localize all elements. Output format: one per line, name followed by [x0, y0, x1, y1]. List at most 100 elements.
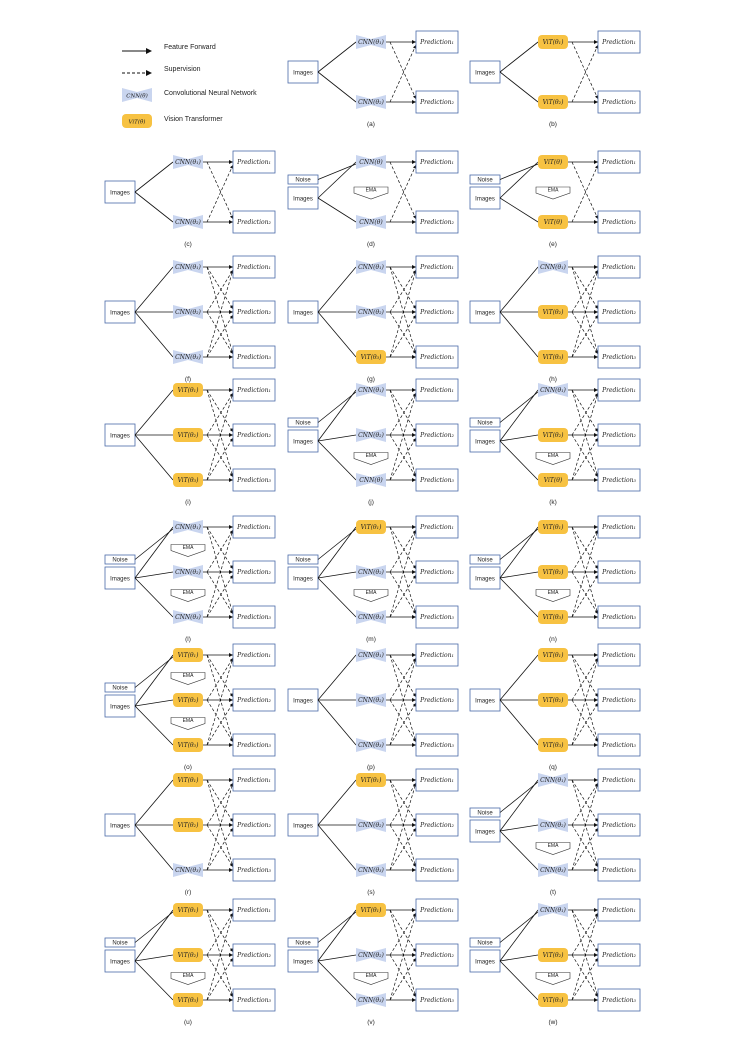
supervision-arrow	[389, 699, 417, 743]
vit-model-icon	[173, 473, 203, 487]
model-label: CNN(θ₃)	[175, 614, 201, 621]
cnn-model-icon	[173, 350, 203, 364]
vit-model-icon	[538, 520, 568, 534]
supervision-arrow	[571, 269, 599, 313]
prediction-box	[597, 768, 641, 792]
prediction-box	[232, 733, 276, 757]
prediction-box	[415, 858, 459, 882]
supervision-arrow	[206, 571, 234, 615]
diagram-q: ImagesViT(θ₁)ViT(θ₂)ViT(θ₃)Prediction₁Pr…	[469, 643, 641, 771]
supervision-arrow	[206, 266, 234, 355]
noise-line	[499, 528, 539, 560]
prediction-box	[415, 423, 459, 447]
prediction-box	[597, 90, 641, 114]
prediction-label: Prediction₁	[236, 652, 271, 659]
forward-line	[499, 577, 539, 618]
cnn-icon-label: CNN(θ)	[126, 93, 147, 100]
supervision-arrow	[206, 164, 234, 223]
prediction-label: Prediction₁	[236, 777, 271, 784]
model-label: CNN(θ₃)	[358, 742, 384, 749]
prediction-label: Prediction₃	[419, 477, 454, 484]
supervision-arrow	[571, 654, 599, 698]
forward-line	[317, 41, 357, 73]
images-label: Images	[110, 823, 130, 829]
supervision-arrow	[571, 912, 599, 1001]
supervision-arrow	[571, 44, 599, 103]
supervision-arrow	[389, 909, 417, 998]
supervision-arrow	[206, 529, 234, 573]
caption: (n)	[549, 636, 557, 643]
supervision-arrow	[206, 314, 234, 358]
ema-label: EMA	[548, 590, 560, 596]
prediction-box	[415, 643, 459, 667]
supervision-arrow	[389, 44, 417, 103]
supervision-arrow	[389, 574, 417, 618]
cnn-model-icon	[356, 305, 386, 319]
ema-arrow-icon	[535, 452, 571, 465]
prediction-label: Prediction₃	[601, 742, 636, 749]
images-label: Images	[110, 310, 130, 316]
prediction-box	[597, 378, 641, 402]
supervision-arrow	[389, 164, 417, 223]
noise-label: Noise	[112, 686, 128, 692]
prediction-box	[415, 378, 459, 402]
supervision-arrow	[206, 654, 234, 743]
prediction-box	[597, 560, 641, 584]
supervision-arrow	[571, 269, 599, 358]
model-label: ViT(θ₂)	[543, 952, 565, 959]
prediction-box	[597, 255, 641, 279]
prediction-box	[415, 898, 459, 922]
ema-arrow-icon	[535, 842, 571, 855]
supervision-arrow	[389, 437, 417, 481]
vit-model-icon	[173, 648, 203, 662]
ema-label: EMA	[183, 673, 195, 679]
prediction-box	[232, 605, 276, 629]
model-label: CNN(θ₂)	[358, 99, 384, 106]
caption: (m)	[366, 636, 376, 643]
model-label: CNN(θ₁)	[358, 387, 384, 394]
noise-label: Noise	[477, 421, 493, 427]
noise-line	[317, 528, 357, 560]
prediction-label: Prediction₃	[236, 742, 271, 749]
dashed-arrow-icon	[122, 70, 152, 76]
forward-line	[499, 440, 539, 481]
supervision-arrow	[571, 526, 599, 615]
ema-arrow-icon	[170, 972, 206, 985]
supervision-arrow	[571, 909, 599, 953]
cnn-model-icon	[356, 565, 386, 579]
forward-line	[134, 909, 174, 962]
caption: (i)	[185, 499, 191, 506]
model-label: ViT(θ₃)	[543, 354, 565, 361]
prediction-box	[415, 345, 459, 369]
ema-label: EMA	[548, 843, 560, 849]
prediction-label: Prediction₂	[419, 309, 454, 316]
prediction-label: Prediction₁	[236, 159, 271, 166]
model-label: CNN(θ₂)	[358, 432, 384, 439]
supervision-arrow	[389, 912, 417, 1001]
prediction-box	[232, 988, 276, 1012]
prediction-box	[597, 30, 641, 54]
noise-line	[317, 391, 357, 423]
caption: (q)	[549, 764, 557, 771]
ema-label: EMA	[548, 973, 560, 979]
prediction-box	[415, 150, 459, 174]
vit-model-icon	[173, 903, 203, 917]
images-label: Images	[293, 823, 313, 829]
forward-line	[499, 434, 539, 442]
supervision-arrow	[389, 827, 417, 871]
forward-line	[499, 197, 539, 223]
noise-label: Noise	[112, 941, 128, 947]
prediction-box	[597, 210, 641, 234]
supervision-arrow	[206, 654, 234, 698]
forward-line	[134, 526, 174, 579]
prediction-box	[415, 733, 459, 757]
cnn-model-icon	[356, 993, 386, 1007]
vit-model-icon	[356, 903, 386, 917]
forward-line	[317, 654, 357, 701]
prediction-box	[415, 210, 459, 234]
supervision-arrow	[571, 41, 599, 100]
prediction-box	[415, 943, 459, 967]
supervision-arrow	[571, 779, 599, 823]
noise-label: Noise	[477, 558, 493, 564]
forward-line	[134, 434, 174, 481]
